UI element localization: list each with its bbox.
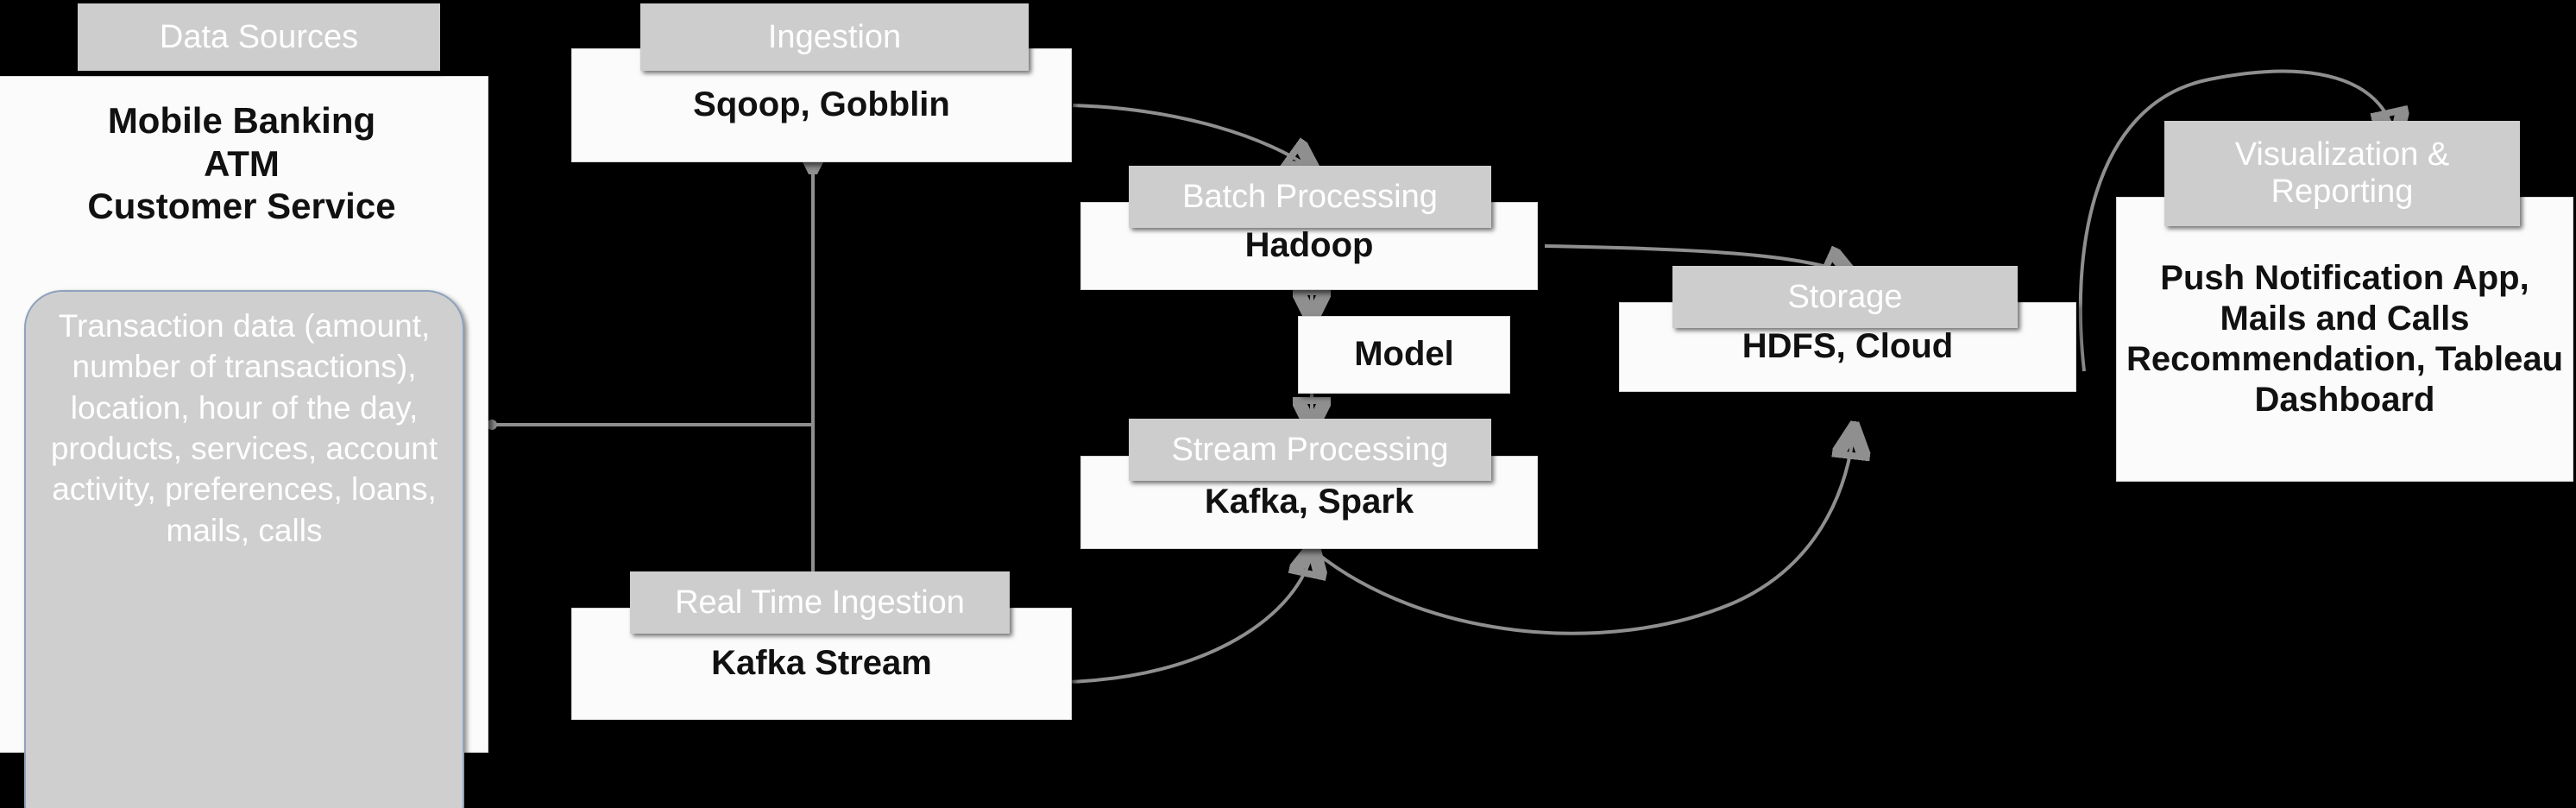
stream-processing-body-label: Kafka, Spark: [1204, 483, 1414, 521]
node-header-storage: Storage: [1672, 266, 2018, 328]
visualization-header-label: Visualization & Reporting: [2234, 136, 2450, 210]
storage-body-label: HDFS, Cloud: [1741, 327, 1954, 366]
storage-header-label: Storage: [1787, 278, 1903, 315]
node-header-data-sources: Data Sources: [78, 3, 440, 71]
visualization-body-label: Push Notification App, Mails and Calls R…: [2126, 258, 2563, 420]
batch-processing-body-label: Hadoop: [1244, 226, 1374, 265]
ingestion-body-label: Sqoop, Gobblin: [693, 85, 950, 124]
node-header-real-time-ingestion: Real Time Ingestion: [630, 571, 1010, 634]
data-sources-body-label: Mobile Banking ATM Customer Service: [87, 100, 396, 227]
ingestion-header-label: Ingestion: [767, 18, 902, 55]
node-body-visualization: Push Notification App, Mails and Calls R…: [2116, 197, 2573, 482]
node-body-model: Model: [1298, 316, 1510, 394]
data-sources-header-label: Data Sources: [159, 18, 359, 55]
node-header-batch-processing: Batch Processing: [1129, 166, 1491, 228]
data-sources-detail-label: Transaction data (amount, number of tran…: [50, 308, 438, 548]
node-data-sources-detail: Transaction data (amount, number of tran…: [24, 290, 464, 808]
node-header-ingestion: Ingestion: [640, 3, 1029, 71]
connector-realtime-stream: [1063, 550, 1313, 684]
node-header-stream-processing: Stream Processing: [1129, 419, 1491, 481]
stream-processing-header-label: Stream Processing: [1171, 431, 1449, 468]
model-body-label: Model: [1354, 335, 1454, 374]
batch-processing-header-label: Batch Processing: [1182, 178, 1438, 215]
real-time-ingestion-header-label: Real Time Ingestion: [675, 584, 965, 621]
connector-ingestion-batch: [1072, 104, 1312, 169]
node-header-visualization: Visualization & Reporting: [2164, 121, 2520, 226]
real-time-ingestion-body-label: Kafka Stream: [711, 644, 932, 683]
